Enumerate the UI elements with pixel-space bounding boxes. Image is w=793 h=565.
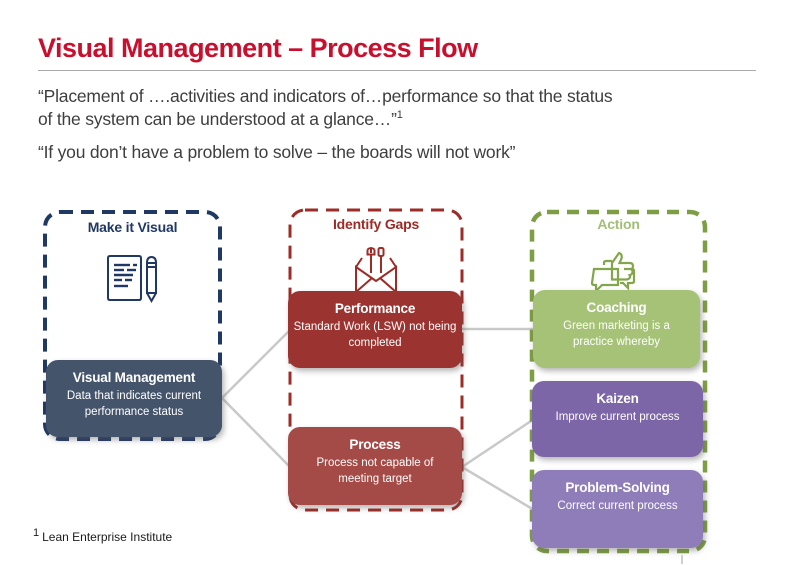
visual-management-box[interactable]: Visual Management Data that indicates cu… — [46, 360, 222, 437]
process-title: Process — [349, 437, 401, 452]
kaizen-title: Kaizen — [596, 391, 639, 406]
footnote-text: Lean Enterprise Institute — [42, 530, 173, 544]
quote-placement-line2: of the system can be understood at a gla… — [38, 109, 397, 130]
quote-placement-line1: “Placement of ….activities and indicator… — [38, 86, 613, 106]
corner-tick-mark — [681, 555, 683, 564]
title-underline — [38, 70, 756, 71]
column-header-make-it-visual: Make it Visual — [87, 219, 178, 235]
quote-boards: “If you don’t have a problem to solve – … — [38, 142, 516, 162]
footnote-ref: 1 — [33, 527, 40, 539]
connector-process-kaizen — [461, 417, 535, 469]
coaching-title: Coaching — [586, 300, 647, 315]
visual-management-title: Visual Management — [72, 370, 196, 385]
page-title: Visual Management – Process Flow — [38, 33, 478, 63]
action-frame — [529, 209, 708, 554]
connector-lines — [221, 327, 535, 512]
envelope-tools-icon — [352, 245, 400, 300]
performance-body: Standard Work (LSW) not being completed — [293, 321, 457, 349]
kaizen-body: Improve current process — [555, 411, 680, 423]
coaching-body: Green marketing is a practice whereby — [563, 320, 670, 348]
quote-footnote-ref: 1 — [396, 109, 403, 122]
column-header-action: Action — [597, 216, 640, 232]
document-pencil-icon — [103, 253, 163, 310]
performance-title: Performance — [334, 301, 416, 316]
process-body: Process not capable of meeting target — [316, 457, 434, 485]
problem-solving-title: Problem-Solving — [565, 480, 670, 495]
kaizen-box[interactable]: Kaizen Improve current process — [532, 381, 703, 457]
problem-solving-box[interactable]: Problem-Solving Correct current process — [532, 470, 703, 548]
connector-vm-performance — [221, 329, 291, 399]
problem-solving-body: Correct current process — [557, 500, 678, 512]
thumbs-up-speech-bubbles-icon — [588, 239, 650, 302]
column-header-identify-gaps: Identify Gaps — [332, 216, 420, 232]
make-it-visual-frame — [43, 210, 222, 441]
quote-placement: “Placement of ….activities and indicator… — [38, 85, 758, 132]
process-box[interactable]: Process Process not capable of meeting t… — [288, 427, 462, 505]
visual-management-body: Data that indicates current performance … — [66, 390, 202, 418]
connector-process-problem-solving — [461, 465, 535, 512]
coaching-box[interactable]: Coaching Green marketing is a practice w… — [533, 290, 700, 368]
connector-vm-process — [221, 397, 291, 468]
performance-box[interactable]: Performance Standard Work (LSW) not bein… — [288, 291, 462, 368]
